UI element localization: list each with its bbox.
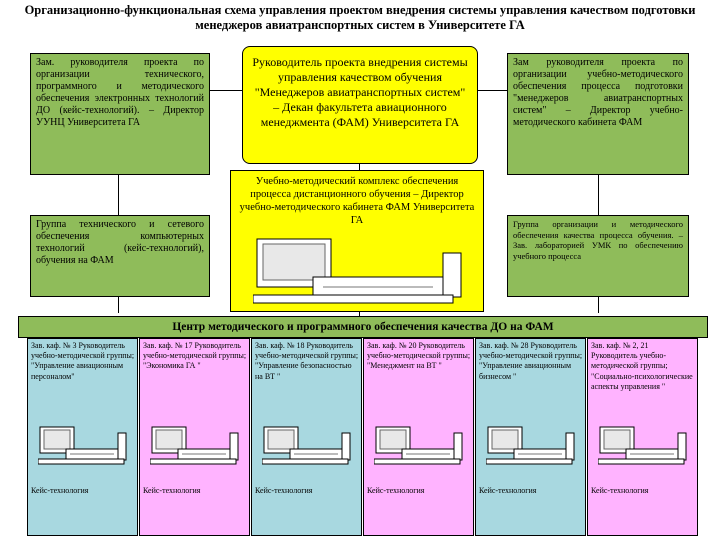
connector	[598, 175, 599, 215]
center-box: Центр методического и программного обесп…	[18, 316, 708, 338]
department-footer: Кейс-технология	[255, 486, 313, 495]
connector	[359, 312, 360, 317]
connector	[478, 90, 507, 91]
computer-icon	[253, 238, 462, 304]
department-footer: Кейс-технология	[591, 486, 649, 495]
deputy-edu-box: Зам руководителя проекта по организации …	[507, 53, 689, 175]
center-text: Центр методического и программного обесп…	[172, 321, 554, 333]
computer-icon	[262, 426, 351, 465]
connector	[210, 90, 242, 91]
department-footer: Кейс-технология	[479, 486, 537, 495]
project-head-box: Руководитель проекта внедрения системы у…	[242, 46, 478, 164]
department-footer: Кейс-технология	[367, 486, 425, 495]
department-column: Зав. каф. № 2, 21 Руководитель учебно-ме…	[587, 338, 698, 536]
umk-text: Учебно-методический комплекс обеспечения…	[239, 176, 475, 226]
computer-icon	[374, 426, 463, 465]
computer-icon	[38, 426, 127, 465]
department-text: Зав. каф. № 20 Руководитель учебно-метод…	[367, 341, 471, 371]
computer-icon	[150, 426, 239, 465]
department-text: Зав. каф. № 18 Руководитель учебно-метод…	[255, 341, 359, 381]
tech-group-text: Группа технического и сетевого обеспечен…	[36, 219, 204, 266]
deputy-edu-text: Зам руководителя проекта по организации …	[513, 57, 683, 128]
department-column: Зав. каф. № 3 Руководитель учебно-методи…	[27, 338, 138, 536]
connector	[359, 164, 360, 170]
department-footer: Кейс-технология	[143, 486, 201, 495]
department-text: Зав. каф. № 2, 21 Руководитель учебно-ме…	[591, 341, 693, 391]
deputy-tech-box: Зам. руководителя проекта по организации…	[30, 53, 210, 175]
project-head-text: Руководитель проекта внедрения системы у…	[252, 55, 468, 129]
diagram-title: Организационно-функциональная схема упра…	[24, 3, 696, 32]
org-group-text: Группа организации и методического обесп…	[513, 219, 683, 261]
computer-icon	[598, 426, 687, 465]
department-text: Зав. каф. № 17 Руководитель учебно-метод…	[143, 341, 247, 371]
computer-icon	[486, 426, 575, 465]
tech-group-box: Группа технического и сетевого обеспечен…	[30, 215, 210, 297]
department-column: Зав. каф. № 20 Руководитель учебно-метод…	[363, 338, 474, 536]
department-text: Зав. каф. № 3 Руководитель учебно-методи…	[31, 341, 135, 381]
department-column: Зав. каф. № 17 Руководитель учебно-метод…	[139, 338, 250, 536]
connector	[118, 297, 119, 313]
umk-box: Учебно-методический комплекс обеспечения…	[230, 170, 484, 312]
deputy-tech-text: Зам. руководителя проекта по организации…	[36, 57, 204, 128]
org-group-box: Группа организации и методического обесп…	[507, 215, 689, 297]
department-column: Зав. каф. № 18 Руководитель учебно-метод…	[251, 338, 362, 536]
department-text: Зав. каф. № 28 Руководитель учебно-метод…	[479, 341, 583, 381]
connector	[118, 175, 119, 215]
department-footer: Кейс-технология	[31, 486, 89, 495]
connector	[598, 297, 599, 313]
department-column: Зав. каф. № 28 Руководитель учебно-метод…	[475, 338, 586, 536]
